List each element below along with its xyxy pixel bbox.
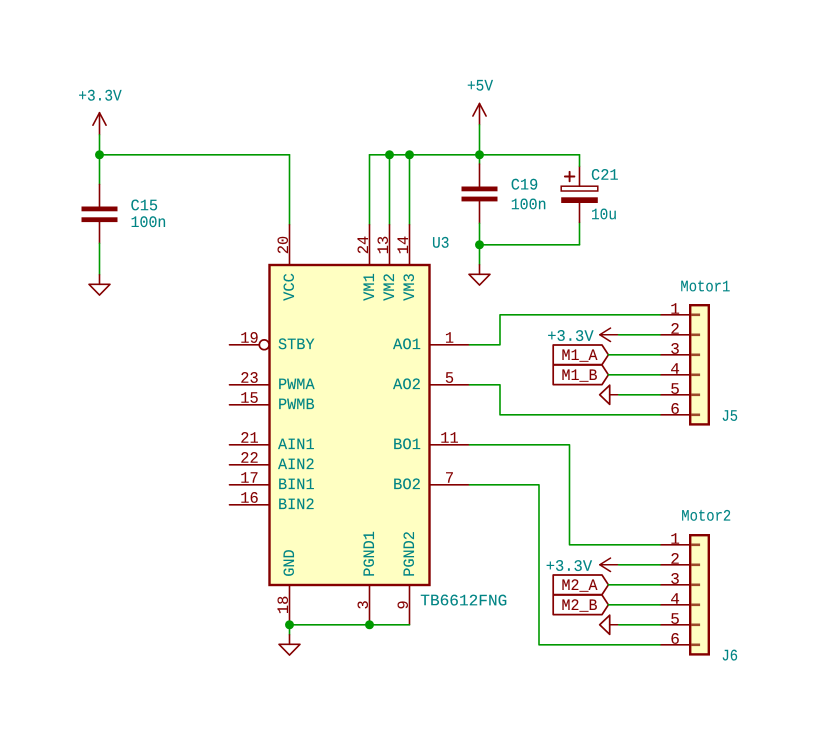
svg-text:100n: 100n [511,196,547,214]
svg-text:C21: C21 [591,167,619,185]
svg-text:TB6612FNG: TB6612FNG [420,592,507,610]
svg-text:22: 22 [240,450,258,468]
svg-text:7: 7 [445,470,454,488]
svg-text:5: 5 [445,370,454,388]
svg-text:1: 1 [670,531,680,549]
svg-text:VM3: VM3 [401,273,419,301]
svg-text:PWMB: PWMB [278,396,315,414]
svg-text:15: 15 [240,390,258,408]
svg-text:AO2: AO2 [393,376,421,394]
svg-text:17: 17 [240,470,258,488]
svg-text:M1_B: M1_B [561,367,597,385]
svg-text:C19: C19 [511,177,539,195]
svg-text:1: 1 [670,301,680,319]
svg-text:AO1: AO1 [393,336,421,354]
svg-text:U3: U3 [432,235,450,253]
svg-text:19: 19 [240,330,258,348]
svg-text:VCC: VCC [281,273,299,301]
svg-text:J5: J5 [721,408,738,426]
svg-text:4: 4 [670,591,680,609]
svg-text:2: 2 [670,321,680,339]
svg-text:AIN2: AIN2 [278,456,315,474]
svg-text:M2_B: M2_B [561,597,597,615]
svg-text:VM2: VM2 [381,273,399,301]
svg-text:M1_A: M1_A [561,347,597,365]
svg-text:Motor2: Motor2 [681,508,731,526]
svg-text:5: 5 [670,381,680,399]
svg-text:J6: J6 [721,647,738,665]
svg-text:23: 23 [240,370,258,388]
svg-text:BO2: BO2 [393,476,421,494]
svg-text:3: 3 [670,341,680,359]
svg-text:AIN1: AIN1 [278,436,315,454]
svg-text:Motor1: Motor1 [680,278,730,296]
svg-text:9: 9 [395,600,413,609]
svg-text:C15: C15 [130,197,158,215]
svg-text:6: 6 [670,631,680,649]
svg-text:STBY: STBY [278,336,315,354]
svg-text:1: 1 [445,330,454,348]
svg-text:11: 11 [440,430,458,448]
svg-text:5: 5 [670,611,680,629]
svg-text:13: 13 [375,236,393,254]
svg-text:M2_A: M2_A [561,577,597,595]
svg-text:21: 21 [240,430,258,448]
svg-text:+3.3V: +3.3V [78,87,122,105]
svg-text:+3.3V: +3.3V [546,558,593,576]
svg-text:VM1: VM1 [361,273,379,301]
svg-text:3: 3 [355,600,373,609]
svg-text:+3.3V: +3.3V [547,328,594,346]
svg-text:2: 2 [670,551,680,569]
svg-text:PGND2: PGND2 [401,531,419,577]
svg-text:24: 24 [355,236,373,254]
svg-text:18: 18 [275,596,293,614]
svg-text:16: 16 [240,490,258,508]
svg-text:100n: 100n [130,214,166,232]
svg-text:BIN2: BIN2 [278,496,315,514]
svg-text:PWMA: PWMA [278,376,315,394]
svg-text:+5V: +5V [467,77,493,95]
svg-text:BO1: BO1 [393,436,421,454]
svg-text:GND: GND [281,549,299,576]
svg-text:PGND1: PGND1 [361,531,379,577]
svg-text:14: 14 [395,236,413,254]
svg-text:20: 20 [275,236,293,254]
svg-text:4: 4 [670,361,680,379]
svg-text:3: 3 [670,571,680,589]
svg-text:BIN1: BIN1 [278,476,315,494]
svg-text:6: 6 [670,401,680,419]
svg-text:10u: 10u [591,206,617,224]
